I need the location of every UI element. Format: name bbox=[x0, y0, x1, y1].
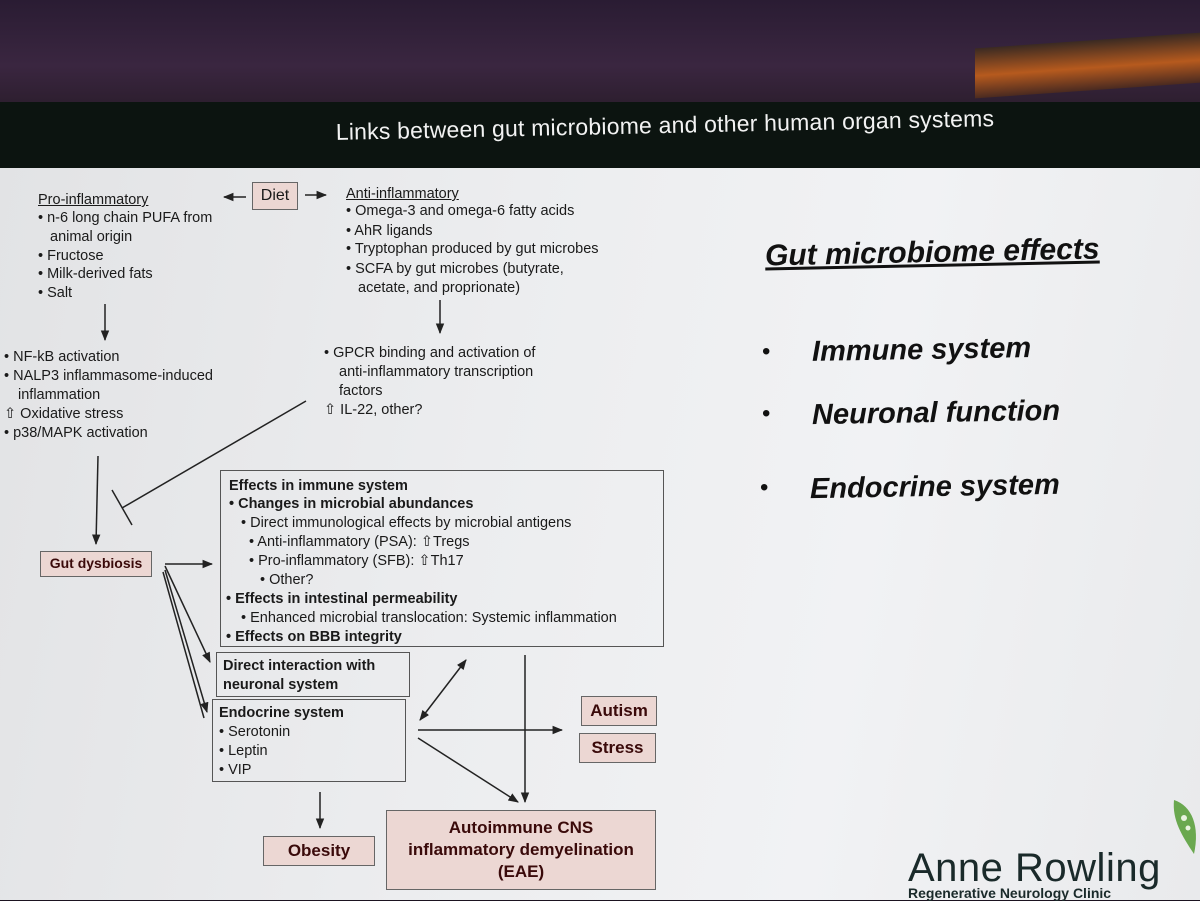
slide bbox=[0, 168, 1200, 900]
anti-effect: factors bbox=[339, 383, 383, 399]
immune-line: Effects in immune system bbox=[229, 478, 408, 494]
anti-item: • Tryptophan produced by gut microbes bbox=[346, 241, 599, 257]
arrow-bidirectional bbox=[419, 659, 467, 721]
immune-line: • Effects in intestinal permeability bbox=[226, 591, 458, 607]
effects-bullet: • bbox=[762, 338, 771, 365]
obesity-box: Obesity bbox=[263, 836, 375, 866]
pro-item: • Fructose bbox=[38, 248, 104, 264]
pro-item: animal origin bbox=[50, 229, 133, 245]
eae-line: (EAE) bbox=[497, 862, 545, 881]
pro-item: • Milk-derived fats bbox=[38, 266, 153, 282]
clinic-logo-name: Anne Rowling bbox=[908, 846, 1161, 890]
arrow-endocrine-eae bbox=[417, 737, 519, 803]
endocrine-line: • Serotonin bbox=[219, 724, 291, 740]
anti-item: • Omega-3 and omega-6 fatty acids bbox=[346, 203, 575, 219]
stress-box: Stress bbox=[579, 733, 656, 763]
inhibit-line bbox=[121, 400, 307, 509]
pro-effect: • NF-kB activation bbox=[4, 349, 120, 365]
endocrine-line: • VIP bbox=[219, 762, 252, 778]
pro-effect: ⇧ Oxidative stress bbox=[4, 406, 124, 422]
eae-line: Autoimmune CNS bbox=[448, 818, 594, 837]
arrow-to-dysbiosis bbox=[92, 455, 101, 546]
immune-line: • Anti-inflammatory (PSA): ⇧Tregs bbox=[249, 534, 470, 550]
neuronal-box bbox=[216, 652, 410, 697]
immune-effects-box bbox=[220, 470, 664, 647]
pro-effect: • p38/MAPK activation bbox=[4, 425, 148, 441]
pro-item: • Salt bbox=[38, 285, 73, 301]
arrow-dys-neuronal bbox=[164, 565, 211, 663]
title-bar bbox=[0, 102, 1200, 174]
anti-effect: anti-inflammatory transcription bbox=[339, 364, 534, 380]
immune-line: • Other? bbox=[260, 572, 314, 588]
anti-effect: • GPCR binding and activation of bbox=[324, 345, 536, 361]
immune-line: • Effects on BBB integrity bbox=[226, 629, 402, 645]
immune-line: • Enhanced microbial translocation: Syst… bbox=[241, 610, 617, 626]
effects-bullet: • bbox=[760, 474, 769, 501]
pro-item: • n-6 long chain PUFA from bbox=[38, 210, 213, 226]
anti-item: acetate, and proprionate) bbox=[358, 280, 521, 296]
anti-heading: Anti-inflammatory bbox=[346, 186, 459, 202]
endocrine-box bbox=[212, 699, 406, 782]
arrow-dys-endocrine bbox=[164, 569, 209, 714]
eae-box: Autoimmune CNS inflammatory demyelinatio… bbox=[386, 810, 656, 890]
neuronal-line: neuronal system bbox=[223, 677, 339, 693]
immune-line: • Pro-inflammatory (SFB): ⇧Th17 bbox=[249, 553, 464, 569]
eae-line: inflammatory demyelination bbox=[408, 840, 634, 859]
effects-bullet: • bbox=[762, 400, 771, 427]
immune-line: • Direct immunological effects by microb… bbox=[241, 515, 572, 531]
clinic-logo-subtitle: Regenerative Neurology Clinic bbox=[908, 885, 1112, 901]
pro-heading: Pro-inflammatory bbox=[38, 192, 149, 208]
pro-effect: inflammation bbox=[18, 387, 101, 403]
gut-dysbiosis-box: Gut dysbiosis bbox=[40, 551, 152, 577]
neuronal-line: Direct interaction with bbox=[223, 658, 376, 674]
immune-line: • Changes in microbial abundances bbox=[229, 496, 474, 512]
endocrine-line: • Leptin bbox=[219, 743, 268, 759]
pro-effect: • NALP3 inflammasome-induced bbox=[4, 368, 213, 384]
clinic-logo-icon bbox=[1173, 800, 1196, 854]
anti-effect: ⇧ IL-22, other? bbox=[324, 402, 423, 418]
autism-box: Autism bbox=[581, 696, 657, 726]
endocrine-line: Endocrine system bbox=[219, 705, 344, 721]
anti-item: • AhR ligands bbox=[346, 223, 433, 239]
anti-item: • SCFA by gut microbes (butyrate, bbox=[346, 261, 564, 277]
inhibit-bar bbox=[111, 489, 133, 526]
diet-box: Diet bbox=[252, 182, 298, 210]
arrow-neuronal-endocrine bbox=[162, 571, 205, 719]
